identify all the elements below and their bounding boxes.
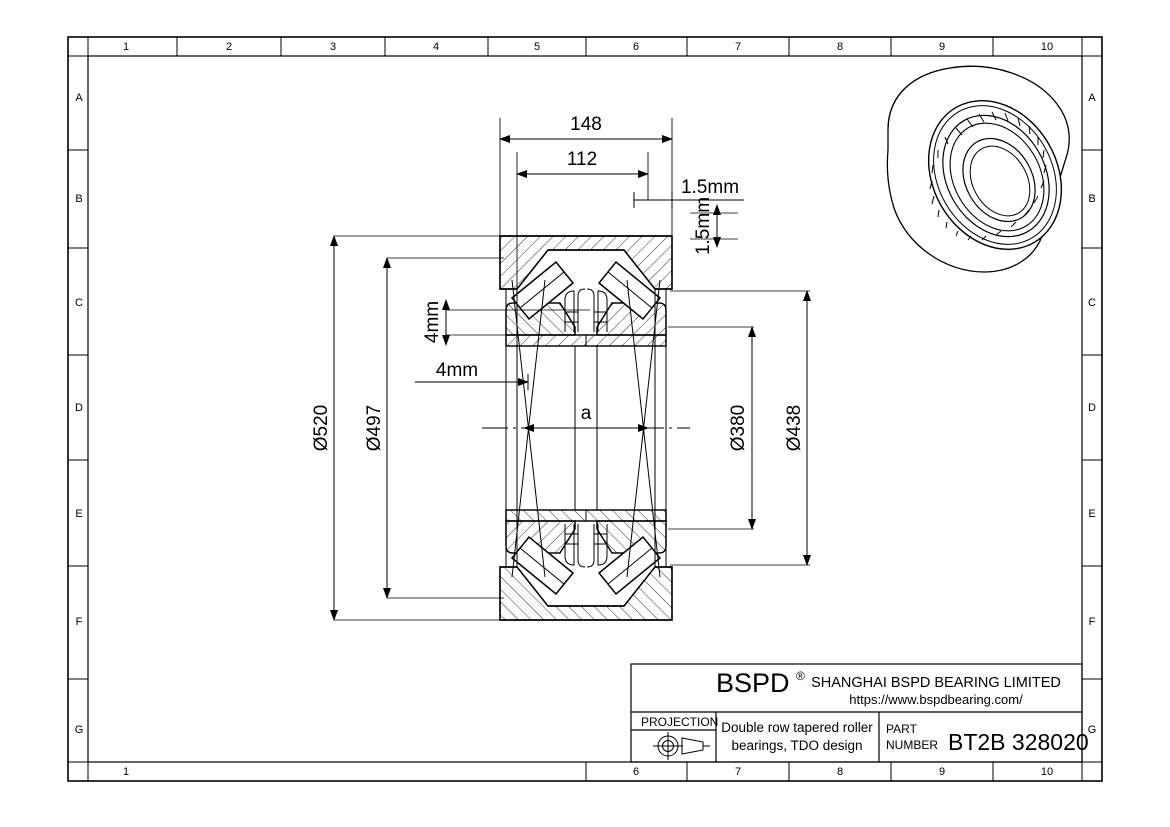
grid-right-label: E	[1088, 508, 1095, 520]
product-description-line2: bearings, TDO design	[731, 738, 862, 753]
grid-bottom-label: 9	[939, 766, 945, 778]
grid-right-ticks	[1081, 37, 1102, 781]
roller-lower-right	[597, 535, 662, 596]
grid-top-label: 4	[433, 41, 439, 53]
grid-top-label: 5	[534, 41, 540, 53]
grid-top-ticks	[68, 37, 1102, 57]
dimension-fillet-vertical: 4mm	[422, 299, 590, 346]
grid-left-labels: A B C D E F G	[75, 92, 84, 736]
registered-mark: ®	[796, 669, 805, 683]
roller-lower-left	[510, 535, 575, 596]
grid-top-label: 2	[226, 41, 232, 53]
grid-bottom-label: 8	[837, 766, 843, 778]
part-number-value: BT2B 328020	[948, 729, 1089, 755]
grid-bottom-label: 10	[1041, 766, 1053, 778]
dimension-label-380: Ø380	[728, 405, 749, 451]
grid-left-label: A	[75, 92, 83, 104]
grid-right-label: A	[1088, 92, 1096, 104]
dimension-center-distance: a	[523, 403, 649, 432]
dimension-label-chamfer-v: 1.5mm	[693, 197, 714, 255]
grid-top-labels: 1 2 3 4 5 6 7 8 9 10	[123, 41, 1053, 53]
company-website: https://www.bspdbearing.com/	[849, 692, 1023, 707]
grid-bottom-label: 6	[633, 766, 639, 778]
roller-upper-left	[510, 260, 575, 321]
grid-top-label: 8	[837, 41, 843, 53]
grid-right-label: D	[1088, 402, 1096, 414]
dimension-width-112: 112	[516, 149, 649, 300]
dimension-label-438: Ø438	[784, 405, 805, 451]
dimension-width-148: 148	[499, 114, 673, 240]
grid-right-label: F	[1089, 616, 1096, 628]
grid-top-label: 6	[633, 41, 639, 53]
grid-bottom-label: 1	[123, 766, 129, 778]
grid-left-ticks	[68, 37, 89, 781]
projection-label: PROJECTION	[641, 715, 718, 729]
grid-left-label: B	[75, 193, 82, 205]
grid-top-label: 7	[735, 41, 741, 53]
inner-ring-base-upper	[505, 334, 667, 347]
grid-right-labels: A B C D E F G	[1088, 92, 1097, 736]
grid-left-label: G	[75, 724, 84, 736]
dimension-label-chamfer-h: 1.5mm	[681, 177, 739, 198]
grid-left-label: C	[75, 297, 83, 309]
grid-left-label: F	[76, 616, 83, 628]
dimension-outer-diameter: Ø520	[311, 235, 502, 621]
company-name: SHANGHAI BSPD BEARING LIMITED	[811, 675, 1061, 691]
dimension-outer-race-diameter: Ø497	[364, 257, 504, 599]
dimension-label-fillet-v: 4mm	[422, 301, 443, 343]
bearing-isometric-view	[886, 65, 1070, 273]
grid-top-label: 9	[939, 41, 945, 53]
grid-right-label: B	[1088, 193, 1095, 205]
dimension-chamfer-horizontal: 1.5mm	[633, 177, 744, 208]
frame-outer-border	[67, 36, 1103, 782]
dimension-label-520: Ø520	[311, 405, 332, 451]
brand-name: BSPD	[716, 668, 790, 698]
inner-ring-base-lower	[505, 509, 667, 522]
dimension-label-a: a	[581, 403, 592, 424]
roller-ticks	[929, 111, 1047, 241]
dimension-inner-race-diameter: Ø438	[670, 290, 811, 566]
grid-right-label: C	[1088, 297, 1096, 309]
dimension-label-497: Ø497	[364, 405, 385, 451]
roller-upper-right	[597, 260, 662, 321]
cage-detail-lower	[564, 524, 608, 568]
dimension-label-148: 148	[570, 114, 602, 135]
part-number-label-line1: PART	[886, 722, 918, 736]
bearing-cross-section	[482, 235, 690, 621]
first-angle-projection-icon	[653, 732, 710, 760]
grid-right-label: G	[1088, 724, 1097, 736]
dimension-label-112: 112	[567, 149, 597, 170]
grid-top-label: 1	[123, 41, 129, 53]
dimension-fillet-horizontal: 4mm	[415, 360, 529, 390]
grid-top-label: 10	[1041, 41, 1053, 53]
grid-bottom-labels: 1 6 7 8 9 10	[123, 766, 1053, 778]
title-block: BSPD ® SHANGHAI BSPD BEARING LIMITED htt…	[630, 663, 1089, 763]
dimension-bore-diameter: Ø380	[668, 326, 756, 530]
dimension-label-fillet-h: 4mm	[436, 360, 478, 381]
part-number-label-line2: NUMBER	[886, 738, 938, 752]
grid-left-label: E	[75, 508, 82, 520]
product-description-line1: Double row tapered roller	[721, 720, 873, 735]
grid-left-label: D	[75, 402, 83, 414]
grid-top-label: 3	[330, 41, 336, 53]
grid-bottom-label: 7	[735, 766, 741, 778]
cage-detail-upper	[564, 288, 608, 332]
dimension-chamfer-vertical: 1.5mm	[690, 197, 738, 255]
